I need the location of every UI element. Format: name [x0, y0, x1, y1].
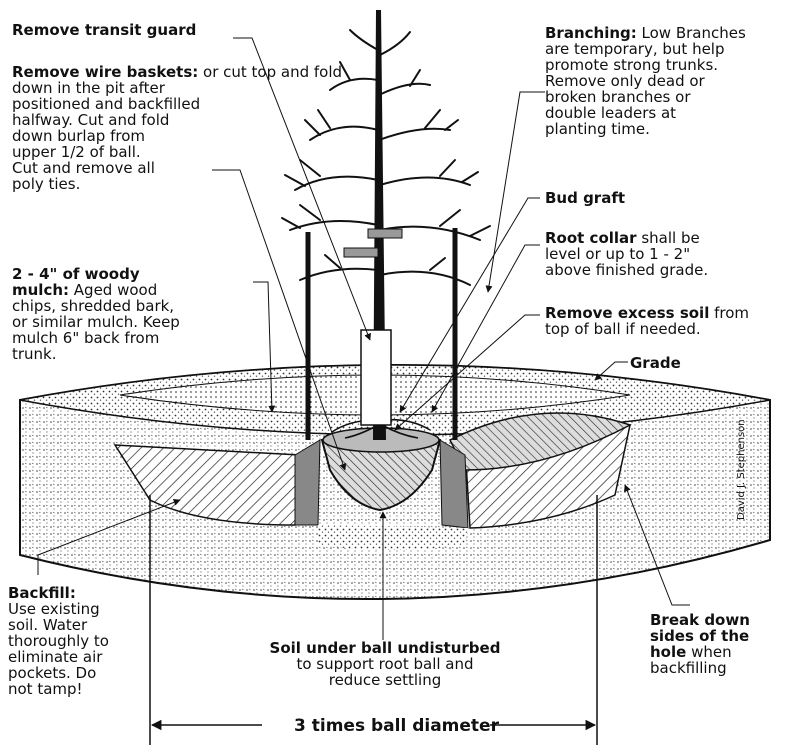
label-bud-graft: Bud graft — [545, 190, 625, 206]
tree-tag-upper — [368, 229, 402, 238]
label-mulch: 2 - 4" of woody mulch: Aged wood chips, … — [12, 266, 180, 362]
cut-wall-left — [295, 440, 320, 525]
label-grade: Grade — [630, 355, 681, 371]
leader-branching — [488, 92, 545, 292]
soil-under-ball — [318, 525, 468, 550]
label-wire-baskets: Remove wire baskets: or cut top and fold… — [12, 64, 342, 192]
transit-guard — [361, 330, 391, 425]
label-root-collar: Root collar shall be level or up to 1 - … — [545, 230, 708, 278]
label-break-down: Break down sides of the hole when backfi… — [650, 612, 750, 676]
label-backfill: Backfill: Use existing soil. Water thoro… — [8, 585, 109, 697]
tree-tag-lower — [344, 248, 378, 257]
label-branching: Branching: Low Branches are temporary, b… — [545, 25, 746, 137]
artist-credit: David J. Stephenson — [736, 419, 747, 520]
label-soil-under-ball: Soil under ball undisturbed to support r… — [220, 640, 550, 688]
label-excess-soil: Remove excess soil from top of ball if n… — [545, 305, 749, 337]
label-transit-guard: Remove transit guard — [12, 22, 196, 38]
dimension-label: 3 times ball diameter — [0, 716, 793, 736]
